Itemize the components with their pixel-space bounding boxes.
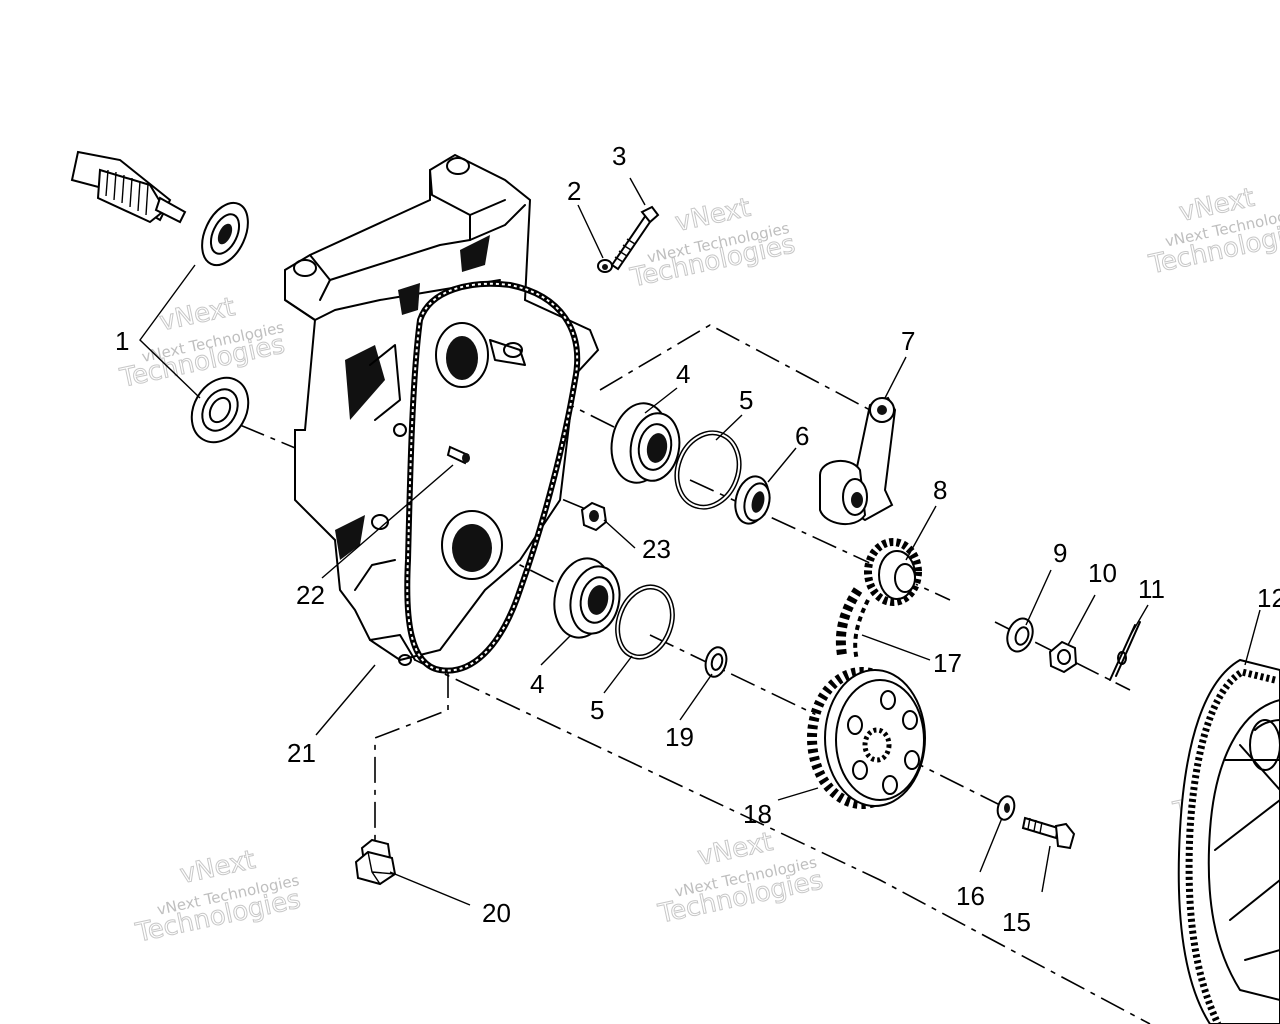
callout-12: 12 — [1257, 583, 1280, 613]
drive-chain — [404, 280, 581, 674]
callout-17: 17 — [933, 648, 962, 678]
nut-10 — [1048, 640, 1078, 674]
callout-23: 23 — [642, 534, 671, 564]
seal-6 — [734, 475, 771, 525]
callout-5-upper: 5 — [739, 385, 753, 415]
oil-seal-upper — [201, 201, 249, 267]
callout-7: 7 — [901, 326, 915, 356]
chain-segment — [835, 587, 870, 661]
callout-10: 10 — [1088, 558, 1117, 588]
callout-8: 8 — [933, 475, 947, 505]
callout-20: 20 — [482, 898, 511, 928]
washer-2 — [597, 259, 613, 273]
bolt-15 — [1021, 816, 1076, 850]
callout-19: 19 — [665, 722, 694, 752]
callout-22: 22 — [296, 580, 325, 610]
washer-19 — [704, 646, 728, 678]
washer-9 — [1006, 617, 1034, 653]
callout-18: 18 — [743, 799, 772, 829]
callout-4-lower: 4 — [530, 669, 544, 699]
callout-21: 21 — [287, 738, 316, 768]
callout-3: 3 — [612, 141, 626, 171]
callout-16: 16 — [956, 881, 985, 911]
chaincase-housing — [284, 153, 600, 666]
chain-tensioner — [819, 396, 897, 526]
oil-seal-lower — [190, 376, 250, 444]
callout-11: 11 — [1138, 574, 1165, 604]
callout-2: 2 — [567, 176, 581, 206]
callout-15: 15 — [1002, 907, 1031, 937]
callout-1: 1 — [115, 326, 129, 356]
stud-22 — [446, 445, 470, 465]
bearing-lower — [553, 557, 621, 639]
bearing-upper — [610, 402, 681, 484]
drive-shaft — [70, 150, 187, 224]
callout-4-upper: 4 — [676, 359, 690, 389]
callout-labels: 1 2 3 4 4 5 5 6 7 8 9 10 11 12 15 16 17 … — [115, 141, 1280, 937]
callout-9: 9 — [1053, 538, 1067, 568]
callout-5-lower: 5 — [590, 695, 604, 725]
bearing-bores — [435, 322, 526, 580]
nut-23 — [580, 501, 608, 532]
washer-16 — [996, 795, 1016, 821]
small-sprocket — [864, 538, 922, 606]
bolt-3 — [610, 205, 660, 271]
cotter-pin-11 — [1109, 621, 1141, 681]
leader-lines — [139, 177, 1261, 906]
snap-ring-lower — [615, 584, 675, 660]
large-sprocket — [807, 667, 926, 809]
callout-6: 6 — [795, 421, 809, 451]
drain-plug — [354, 838, 397, 886]
chaincase-cover — [1177, 658, 1280, 1024]
